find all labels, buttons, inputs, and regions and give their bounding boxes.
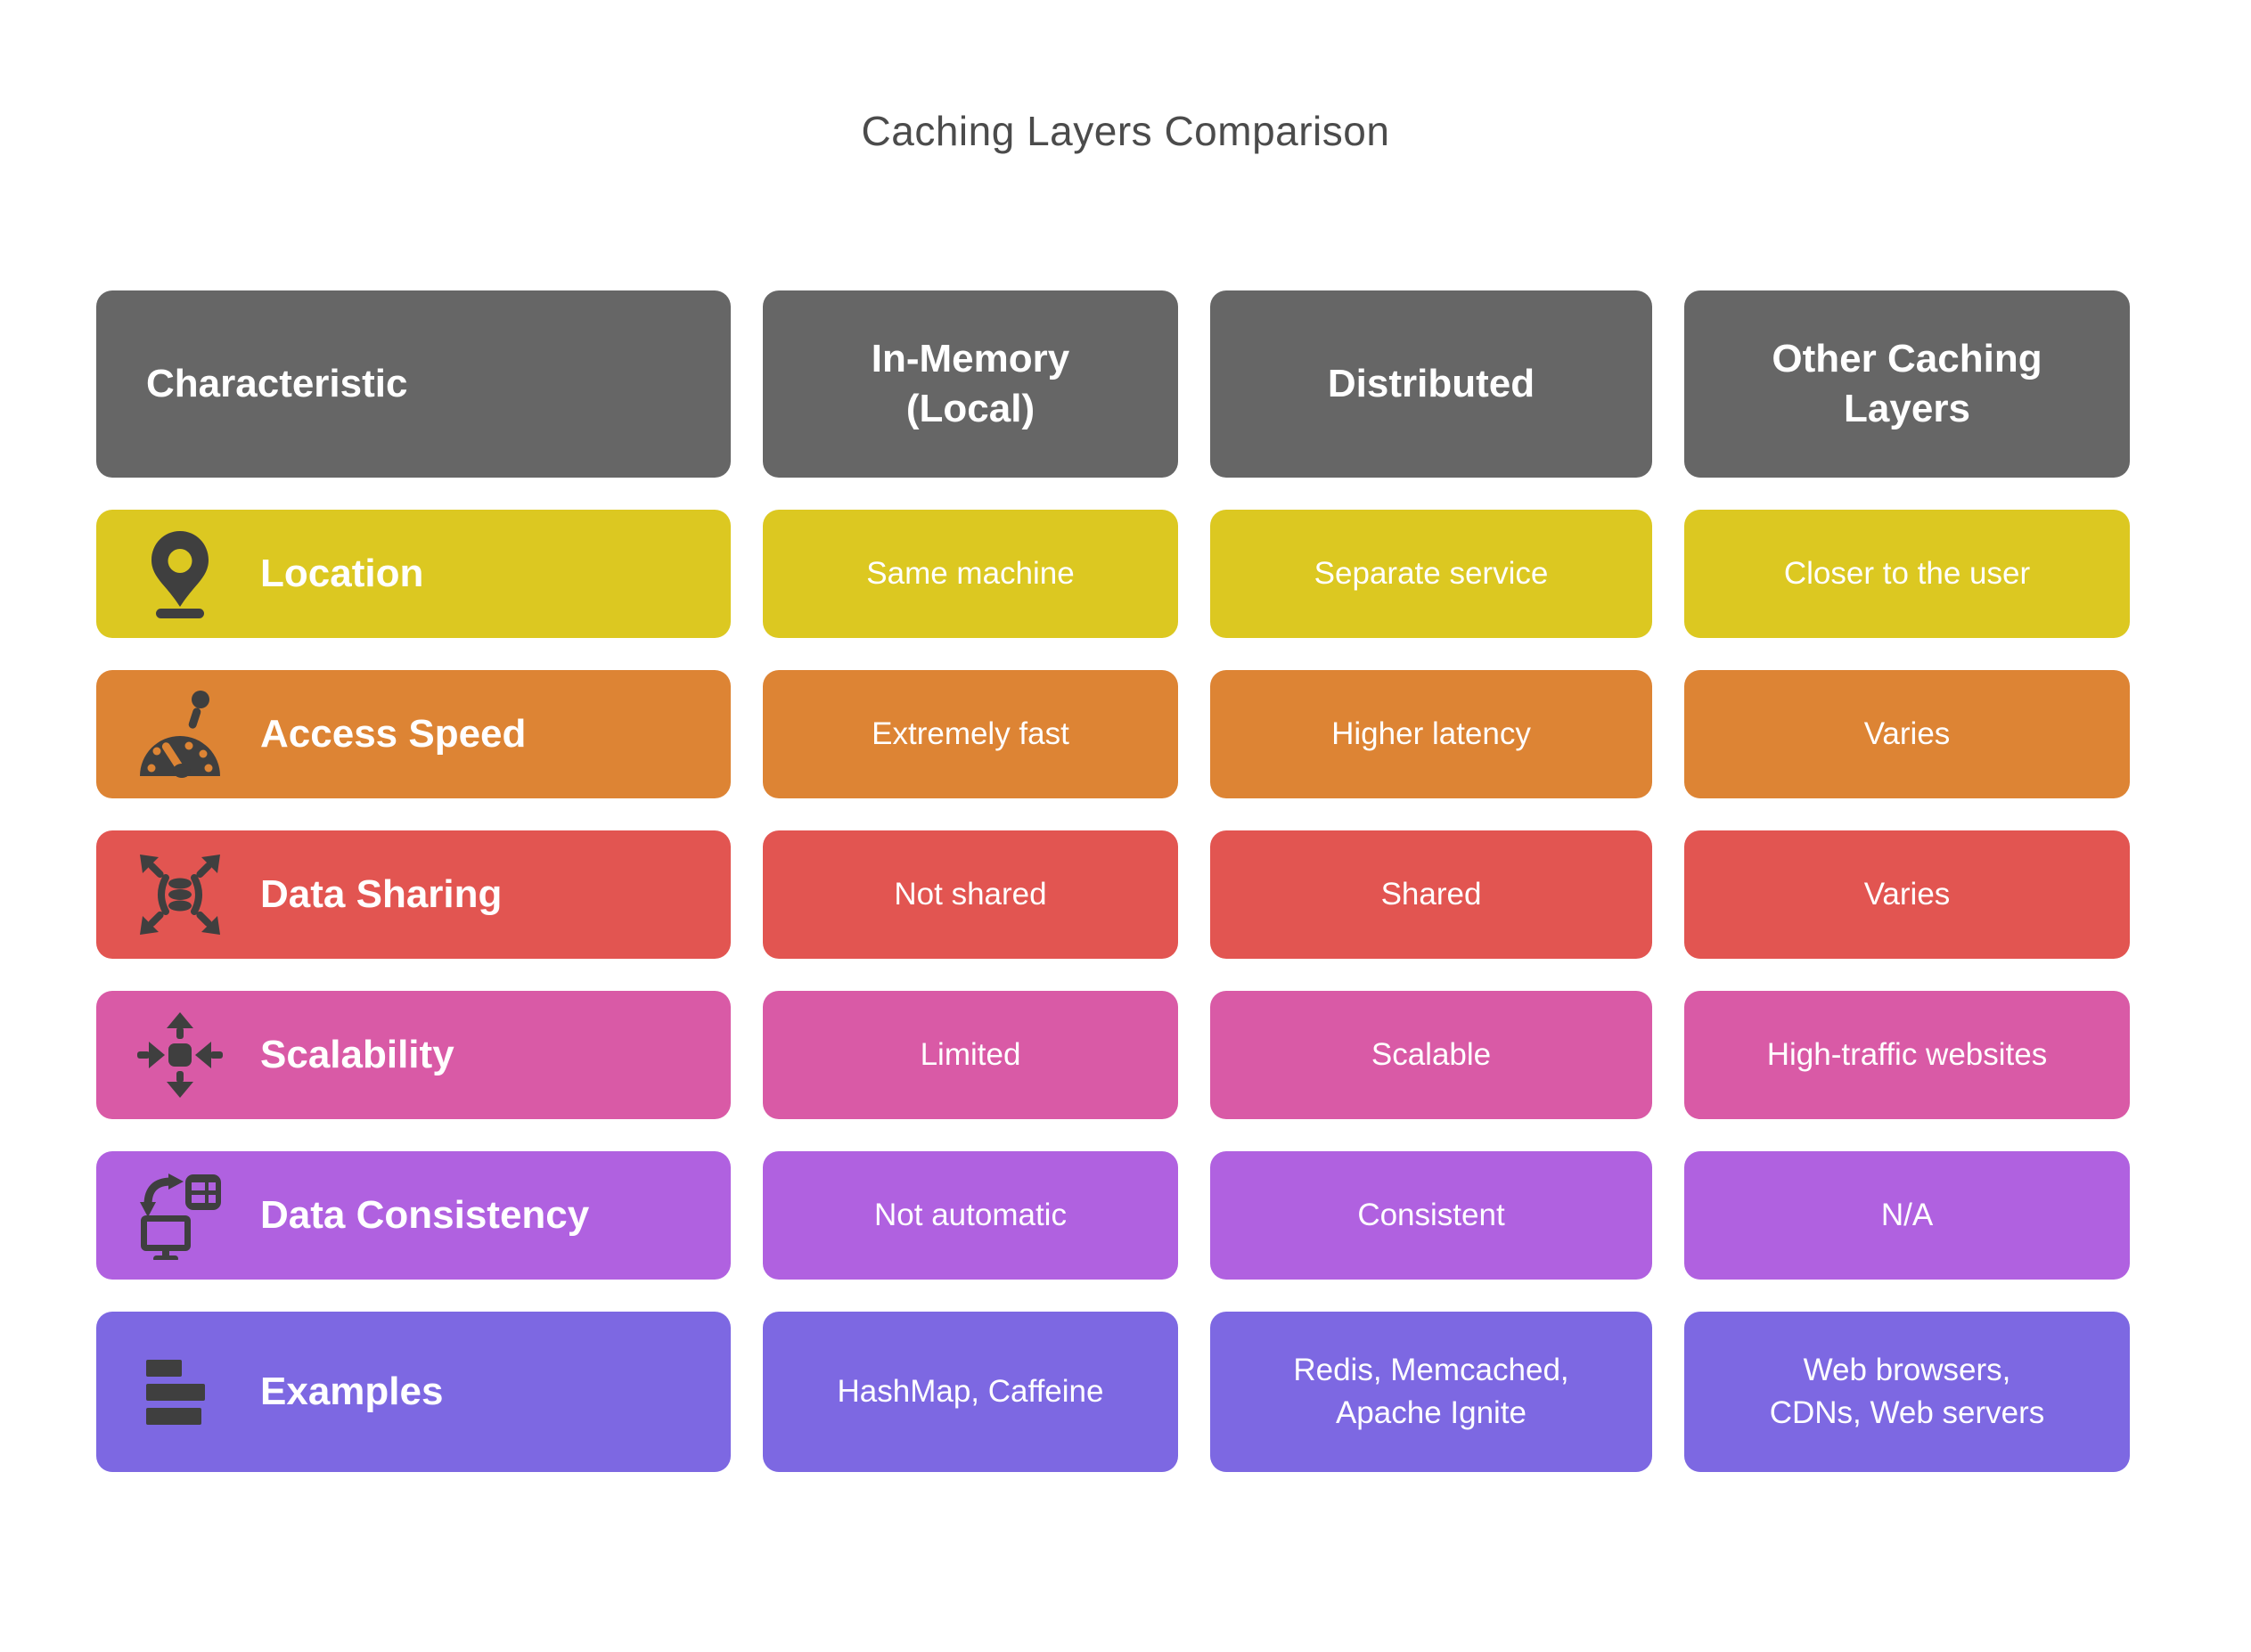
row-label-data-consistency: Data Consistency	[96, 1151, 731, 1280]
row-label-examples: Examples	[96, 1312, 731, 1472]
cell-data-sharing-distributed: Shared	[1210, 830, 1652, 959]
cell-examples-in-memory: HashMap, Caffeine	[763, 1312, 1178, 1472]
map-pin-icon	[135, 529, 225, 618]
list-bars-icon	[135, 1347, 225, 1436]
row-label-text: Data Consistency	[260, 1192, 590, 1237]
cell-scalability-other: High-traffic websites	[1684, 991, 2130, 1119]
comparison-table: Characteristic In-Memory (Local) Distrib…	[96, 290, 2130, 1472]
cell-data-consistency-other: N/A	[1684, 1151, 2130, 1280]
row-label-text: Data Sharing	[260, 871, 503, 916]
column-header-other-caching-layers: Other Caching Layers	[1684, 290, 2130, 478]
data-sync-icon	[135, 1171, 225, 1260]
cell-examples-distributed: Redis, Memcached, Apache Ignite	[1210, 1312, 1652, 1472]
cell-data-consistency-in-memory: Not automatic	[763, 1151, 1178, 1280]
cell-scalability-in-memory: Limited	[763, 991, 1178, 1119]
row-label-data-sharing: Data Sharing	[96, 830, 731, 959]
row-label-text: Examples	[260, 1369, 444, 1413]
row-label-text: Access Speed	[260, 711, 527, 756]
column-header-in-memory-local: In-Memory (Local)	[763, 290, 1178, 478]
cell-data-sharing-in-memory: Not shared	[763, 830, 1178, 959]
cell-examples-other: Web browsers, CDNs, Web servers	[1684, 1312, 2130, 1472]
page-title: Caching Layers Comparison	[861, 108, 1390, 154]
row-label-text: Location	[260, 551, 424, 595]
expand-arrows-icon	[135, 1010, 225, 1100]
cell-access-speed-other: Varies	[1684, 670, 2130, 798]
row-label-text: Scalability	[260, 1032, 454, 1076]
cell-location-in-memory: Same machine	[763, 510, 1178, 638]
cell-location-distributed: Separate service	[1210, 510, 1652, 638]
row-label-scalability: Scalability	[96, 991, 731, 1119]
cell-access-speed-in-memory: Extremely fast	[763, 670, 1178, 798]
column-header-characteristic: Characteristic	[96, 290, 731, 478]
share-data-icon	[135, 850, 225, 939]
cell-data-consistency-distributed: Consistent	[1210, 1151, 1652, 1280]
row-label-access-speed: Access Speed	[96, 670, 731, 798]
cell-access-speed-distributed: Higher latency	[1210, 670, 1652, 798]
cell-scalability-distributed: Scalable	[1210, 991, 1652, 1119]
row-label-location: Location	[96, 510, 731, 638]
column-header-distributed: Distributed	[1210, 290, 1652, 478]
cell-data-sharing-other: Varies	[1684, 830, 2130, 959]
speedometer-icon	[135, 690, 225, 779]
cell-location-other: Closer to the user	[1684, 510, 2130, 638]
